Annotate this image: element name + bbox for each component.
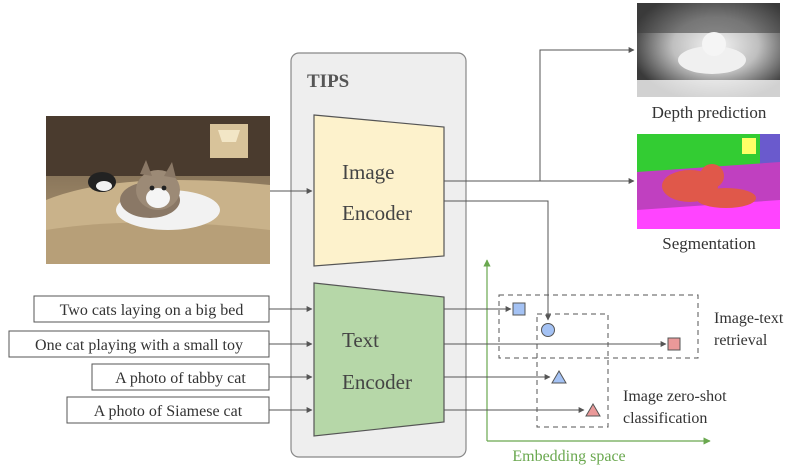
caption-box-3: [91, 363, 270, 391]
caption-list: Two cats laying on a big bed One cat pla…: [8, 295, 270, 424]
caption-box-4: [66, 396, 270, 424]
retrieval-dashed-region: [498, 294, 699, 359]
caption-text-1: Two cats laying on a big bed: [60, 302, 244, 319]
class-embedding-triangle-red: [585, 403, 601, 417]
class-embedding-triangle-blue: [551, 370, 567, 384]
depth-prediction-image: [637, 3, 780, 97]
caption-arrows: [269, 306, 313, 413]
caption-text-2: One cat playing with a small toy: [35, 337, 243, 354]
text-embedding-square-red: [667, 337, 681, 351]
image-encoder-outputs: [444, 47, 635, 321]
retrieval-label-line2: retrieval: [714, 332, 768, 349]
image-encoder: Image Encoder: [313, 114, 445, 267]
embedding-axes: [483, 259, 711, 445]
caption-box-2: [8, 330, 270, 358]
text-embedding-square-blue: [512, 302, 526, 316]
image-encoder-label-line2: Encoder: [342, 201, 412, 225]
zeroshot-label-line1: Image zero-shot: [623, 388, 727, 405]
text-encoder-label-line2: Encoder: [342, 370, 412, 394]
text-encoder-outputs: [444, 306, 667, 413]
image-encoder-label-line1: Image: [342, 160, 394, 184]
text-encoder-label-line1: Text: [342, 328, 379, 352]
depth-prediction-label: Depth prediction: [652, 103, 767, 122]
input-cat-photo: [46, 116, 270, 264]
retrieval-label-line1: Image-text: [714, 310, 784, 327]
zeroshot-dashed-region: [536, 313, 609, 428]
text-encoder: Text Encoder: [313, 282, 445, 437]
caption-text-3: A photo of tabby cat: [115, 370, 246, 387]
embedding-space-label: Embedding space: [512, 448, 625, 465]
zeroshot-label-line2: classification: [623, 410, 707, 427]
segmentation-label: Segmentation: [662, 234, 756, 253]
segmentation-image: [637, 134, 780, 229]
panel-title: TIPS: [307, 71, 349, 92]
image-embedding-circle: [541, 323, 555, 337]
caption-text-4: A photo of Siamese cat: [94, 403, 243, 420]
